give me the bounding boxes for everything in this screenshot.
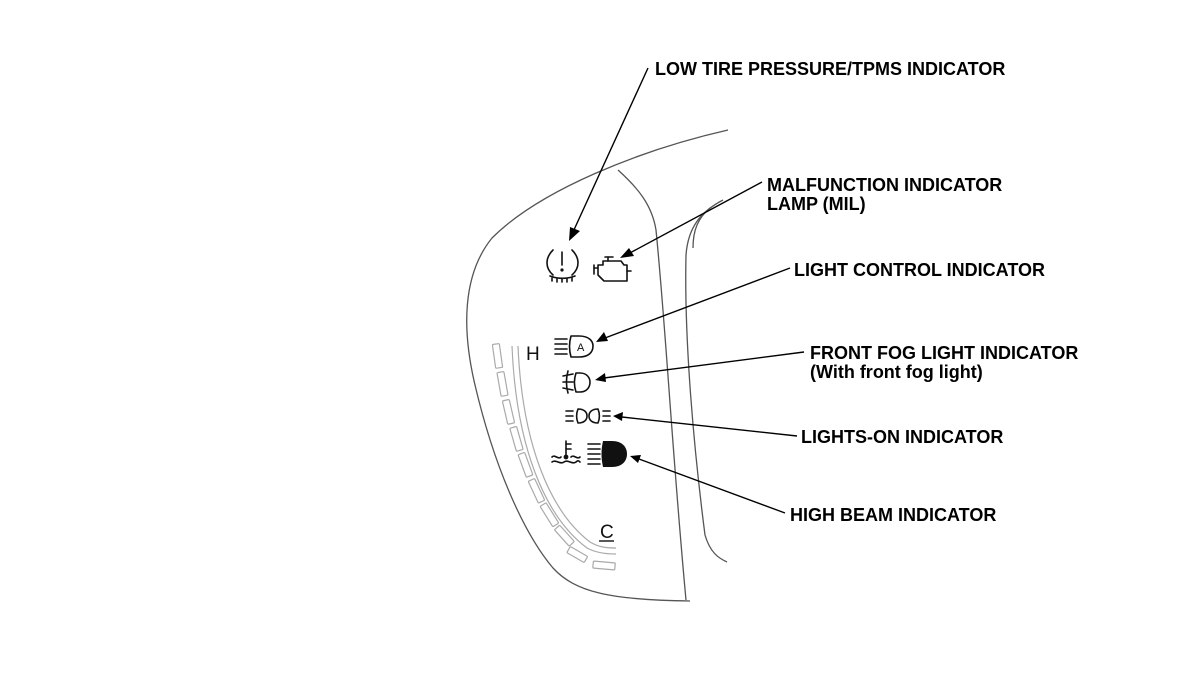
mil-leader bbox=[620, 181, 763, 258]
light-control-label: LIGHT CONTROL INDICATOR bbox=[794, 260, 1045, 280]
callout-labels: LOW TIRE PRESSURE/TPMS INDICATOR MALFUNC… bbox=[655, 59, 1078, 525]
mil-label-line-1: MALFUNCTION INDICATOR bbox=[767, 175, 1002, 195]
lights-on-leader bbox=[613, 412, 798, 437]
cluster-housing bbox=[466, 129, 729, 602]
gauge-outer-segments bbox=[491, 343, 616, 571]
tpms-label: LOW TIRE PRESSURE/TPMS INDICATOR bbox=[655, 59, 1005, 79]
gauge-hot-label: H bbox=[526, 344, 540, 365]
auto-headlight-icon: A bbox=[554, 335, 594, 358]
leader-lines bbox=[569, 67, 805, 514]
check-engine-icon bbox=[593, 256, 632, 282]
front-fog-label-line-1: FRONT FOG LIGHT INDICATOR bbox=[810, 343, 1078, 363]
svg-text:A: A bbox=[577, 342, 585, 354]
high-beam-icon bbox=[587, 441, 627, 467]
lights-on-icon bbox=[565, 408, 611, 424]
temperature-gauge: H C bbox=[491, 343, 617, 571]
mil-label-line-2: LAMP (MIL) bbox=[767, 194, 866, 214]
front-fog-label-line-2: (With front fog light) bbox=[810, 362, 983, 382]
high-beam-leader bbox=[630, 455, 786, 514]
lights-on-label: LIGHTS-ON INDICATOR bbox=[801, 427, 1003, 447]
high-beam-label: HIGH BEAM INDICATOR bbox=[790, 505, 996, 525]
front-fog-light-icon bbox=[562, 370, 591, 394]
light-control-leader bbox=[596, 267, 791, 342]
tpms-warning-icon bbox=[546, 249, 579, 283]
tpms-leader bbox=[569, 67, 649, 241]
front-fog-leader bbox=[595, 351, 805, 382]
coolant-temperature-icon bbox=[551, 440, 581, 464]
gauge-cold-label: C bbox=[600, 522, 614, 543]
